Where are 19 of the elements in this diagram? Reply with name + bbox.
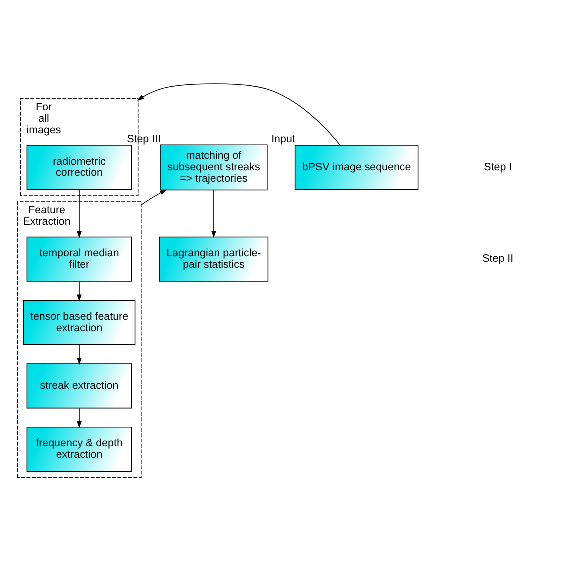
- arrow: [77, 408, 82, 428]
- node-box: radiometric correction: [26, 144, 132, 190]
- node-box: streak extraction: [26, 363, 132, 408]
- arrow: [77, 189, 82, 238]
- node-box: temporal median filter: [26, 236, 132, 282]
- node-label: Input: [272, 133, 296, 146]
- node-box: Lagrangian particle-pair statistics: [159, 236, 269, 282]
- arrow: [77, 280, 82, 302]
- arrow: [137, 83, 341, 146]
- node-label: Step III: [127, 132, 162, 145]
- arrow: [212, 189, 216, 238]
- arrow: [77, 344, 82, 365]
- label: Step I: [484, 161, 512, 174]
- node-box: frequency & depth extraction: [26, 426, 132, 472]
- node-box: tensor based feature extraction: [23, 300, 136, 345]
- node-box: matching of subsequent streaks => trajectories: [160, 144, 268, 190]
- arrow: [141, 189, 167, 206]
- label: Step II: [482, 252, 514, 265]
- node-box: bPSV image sequence: [294, 144, 419, 190]
